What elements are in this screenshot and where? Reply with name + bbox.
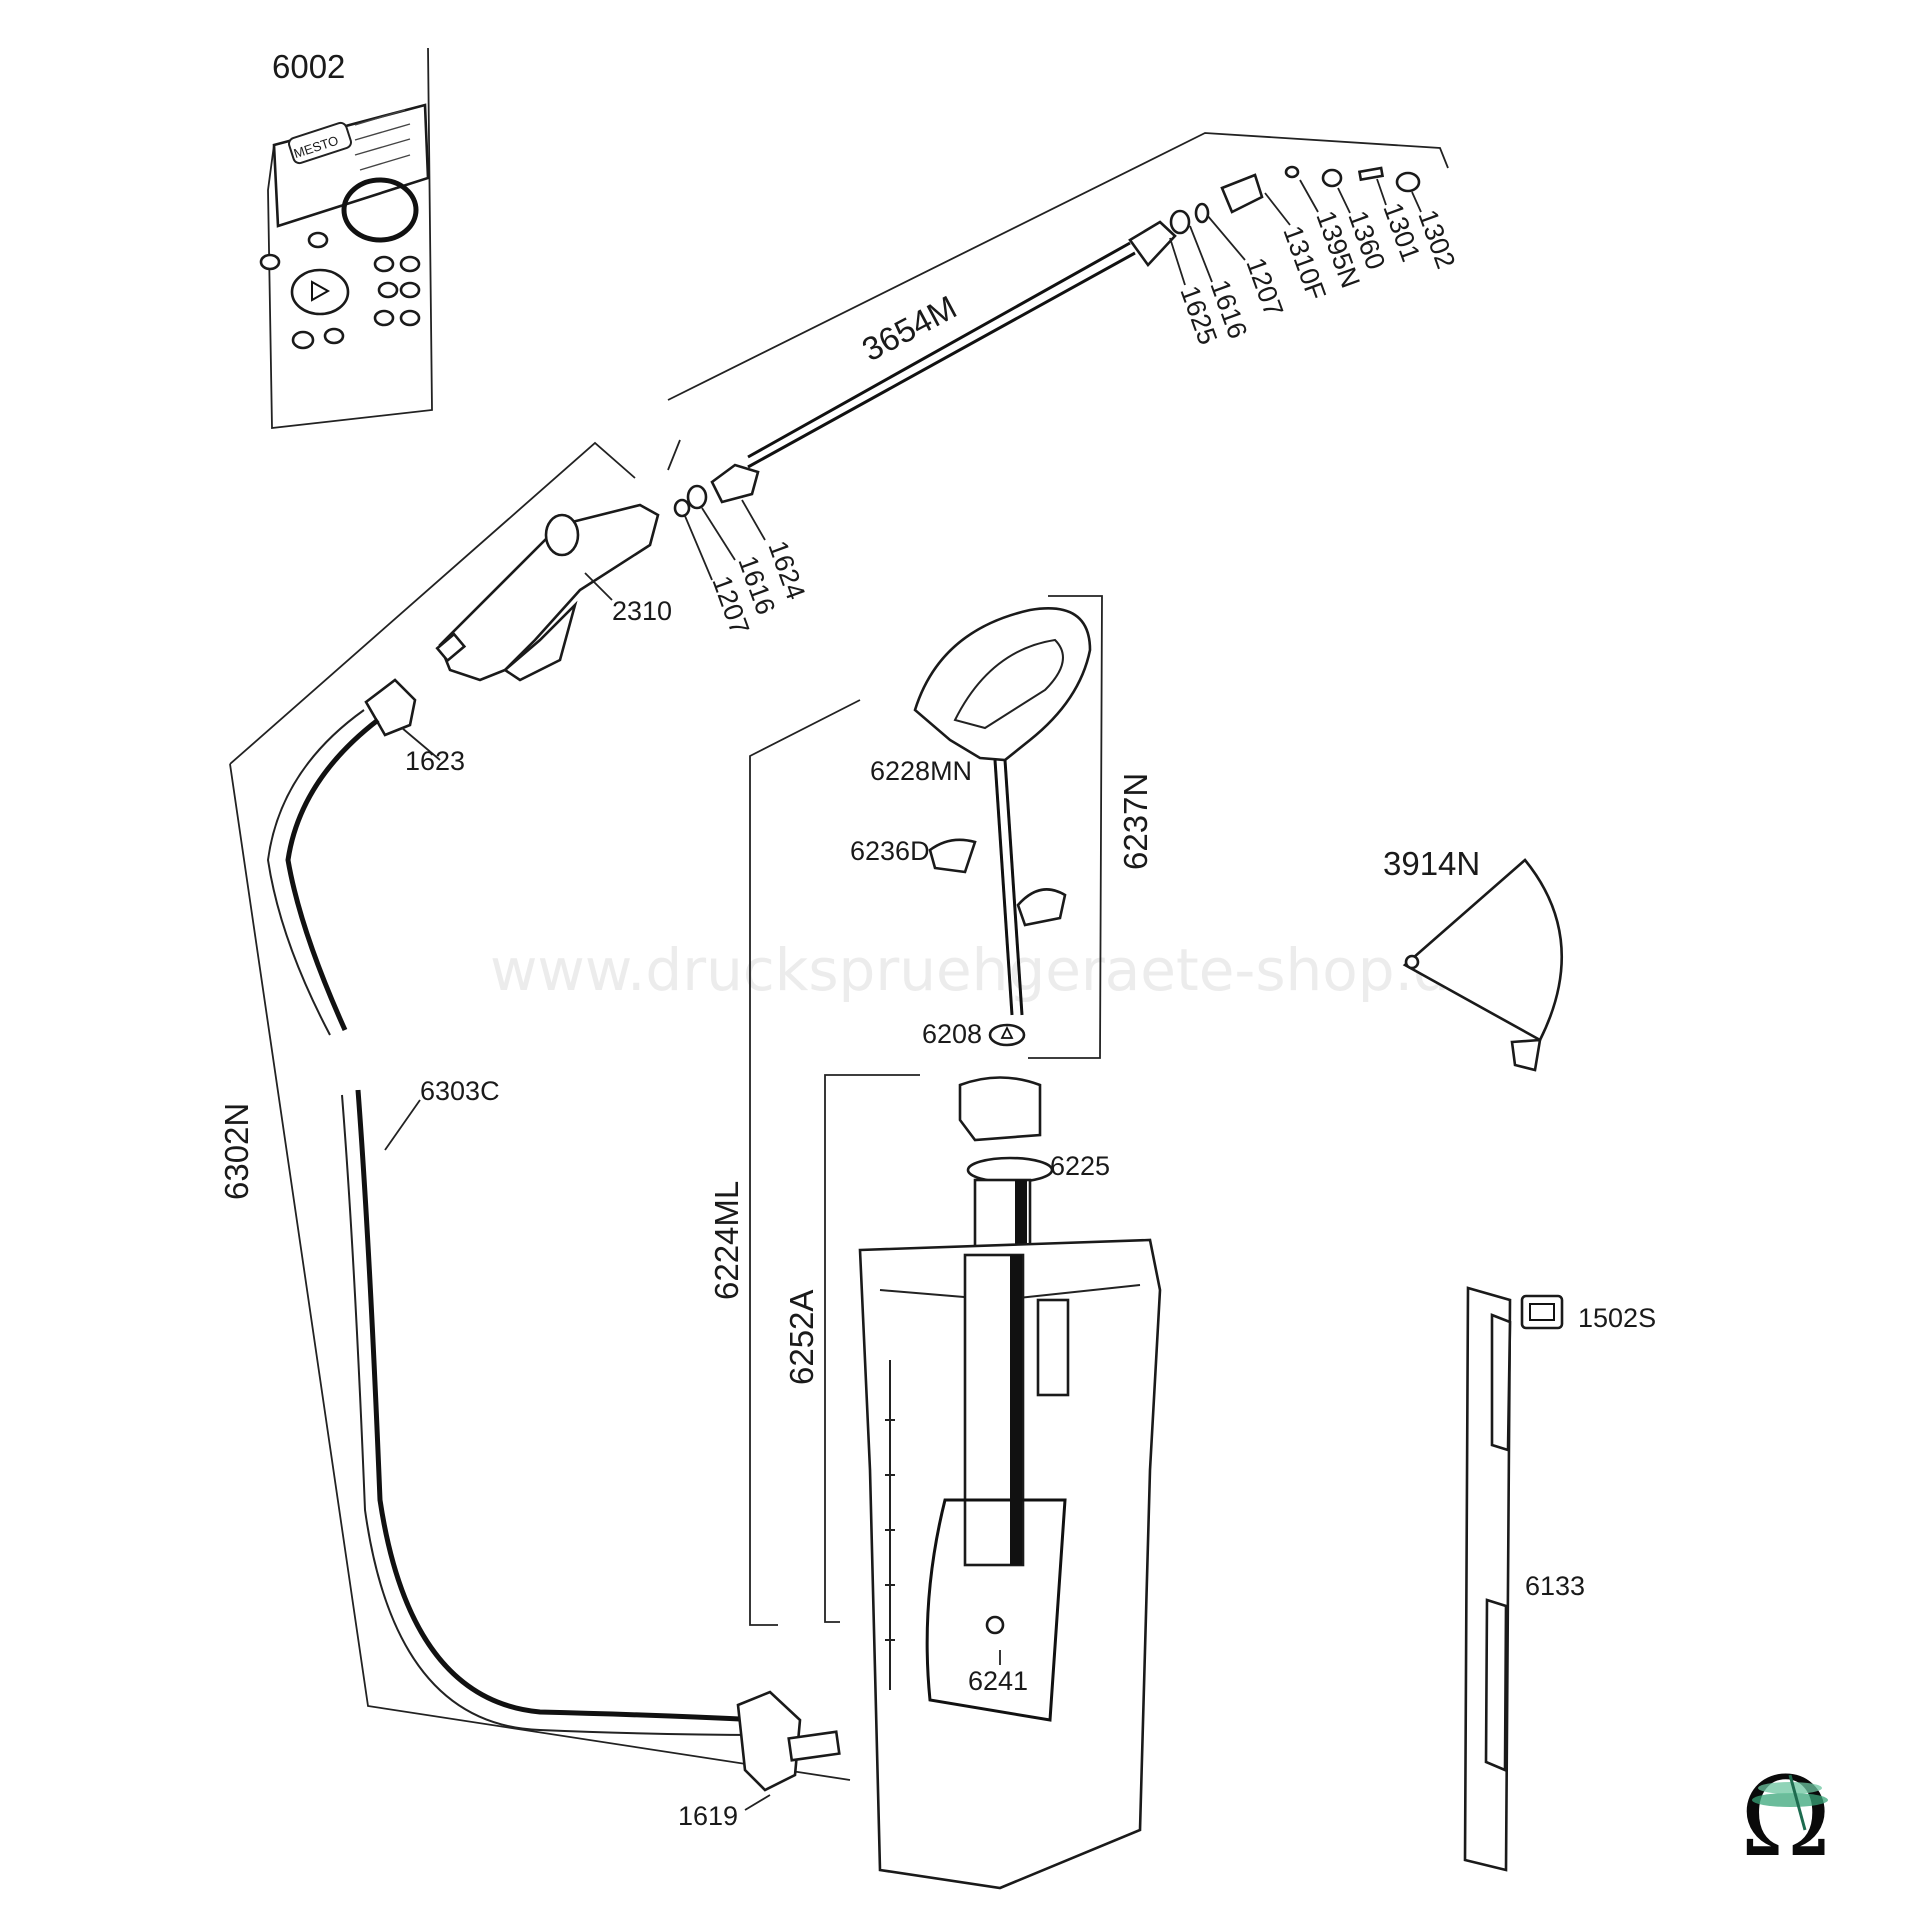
label-6002: 6002 <box>272 48 345 85</box>
pump-assembly: 6228MN 6236D 6208 6237N <box>850 595 1154 1059</box>
hose-assembly: 1623 6303C 6302N <box>218 678 851 1781</box>
label-6228MN: 6228MN <box>870 756 972 786</box>
label-6208: 6208 <box>922 1019 982 1049</box>
label-6237N: 6237N <box>1117 773 1154 870</box>
label-1623: 1623 <box>405 746 465 776</box>
label-3914N: 3914N <box>1383 845 1480 882</box>
label-6225: 6225 <box>1050 1151 1110 1181</box>
label-6252A: 6252A <box>783 1290 820 1385</box>
dragonfly-omega-logo: Ω <box>1740 1753 1831 1881</box>
label-6302N: 6302N <box>218 1103 255 1200</box>
pressure-tank: 6241 6225 6224ML 6252A <box>708 699 1162 1890</box>
funnel: 3914N <box>1383 845 1563 1072</box>
label-1207-nozzle: 1207 <box>1240 254 1289 321</box>
label-6303C: 6303C <box>420 1076 500 1106</box>
label-6241: 6241 <box>968 1666 1028 1696</box>
label-1619: 1619 <box>678 1801 738 1831</box>
watermark-text: www.druckspruehgeraete-shop.de <box>490 936 1486 1004</box>
spray-gun: 2310 <box>229 441 672 765</box>
label-6224ML: 6224ML <box>708 1181 745 1300</box>
omega-logo-glyph: Ω <box>1740 1753 1831 1881</box>
label-1502S: 1502S <box>1578 1303 1656 1333</box>
label-2310: 2310 <box>612 596 672 626</box>
spray-lance-assembly: 3654M 1625 1616 1207 1310F 1395N 1360 13… <box>667 132 1461 469</box>
carry-strap: 1502S 6133 <box>1463 1286 1656 1872</box>
lance-connection-parts: 1624 1616 1207 <box>667 439 811 639</box>
label-6236D: 6236D <box>850 836 930 866</box>
service-kit-card: MESTO 6002 <box>259 47 433 430</box>
label-6133: 6133 <box>1525 1571 1585 1601</box>
hose-connector: 1619 <box>678 1690 841 1831</box>
